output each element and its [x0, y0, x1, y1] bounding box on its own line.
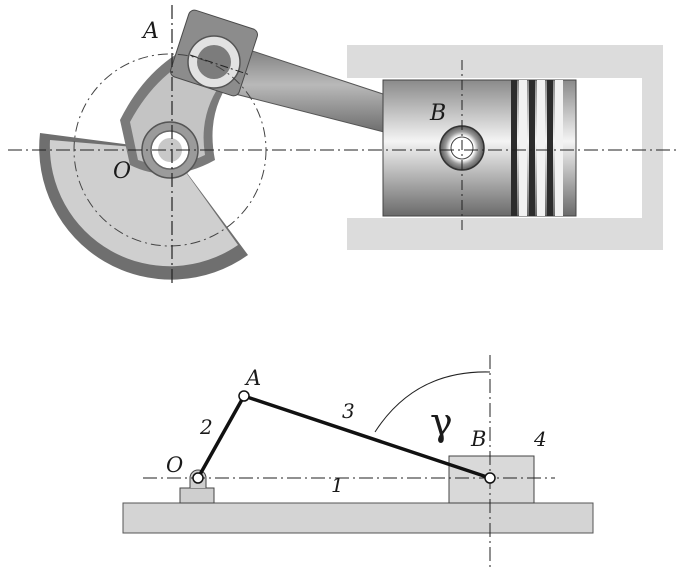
- label-a-top: A: [141, 19, 159, 44]
- gamma-arc: [374, 371, 491, 433]
- label-a-schematic: A: [244, 366, 261, 390]
- label-b-schematic: B: [470, 427, 486, 451]
- joint-o: [192, 472, 204, 484]
- label-link-1: 1: [331, 473, 344, 497]
- joint-a: [238, 390, 250, 402]
- kinematic-schematic: A O B 1 2 3 4 γ: [122, 355, 594, 570]
- label-b-top: B: [429, 101, 446, 126]
- label-o-top: O: [113, 159, 131, 184]
- label-o-schematic: O: [166, 453, 183, 477]
- pivot-support: [179, 487, 215, 504]
- link-rod-ab: [243, 394, 491, 480]
- piston-rings: [511, 80, 563, 216]
- centerline-oa: [189, 54, 251, 76]
- link-crank-oa: [196, 395, 246, 479]
- ground-base: [122, 502, 594, 534]
- label-link-4: 4: [533, 427, 547, 451]
- label-link-2: 2: [199, 415, 213, 439]
- crank-disc-face: [49, 140, 239, 267]
- label-link-3: 3: [342, 399, 355, 423]
- mechanism-drawing: A B O: [8, 5, 680, 285]
- joint-b: [484, 472, 496, 484]
- crank-pin: [197, 45, 231, 79]
- label-gamma: γ: [430, 400, 453, 444]
